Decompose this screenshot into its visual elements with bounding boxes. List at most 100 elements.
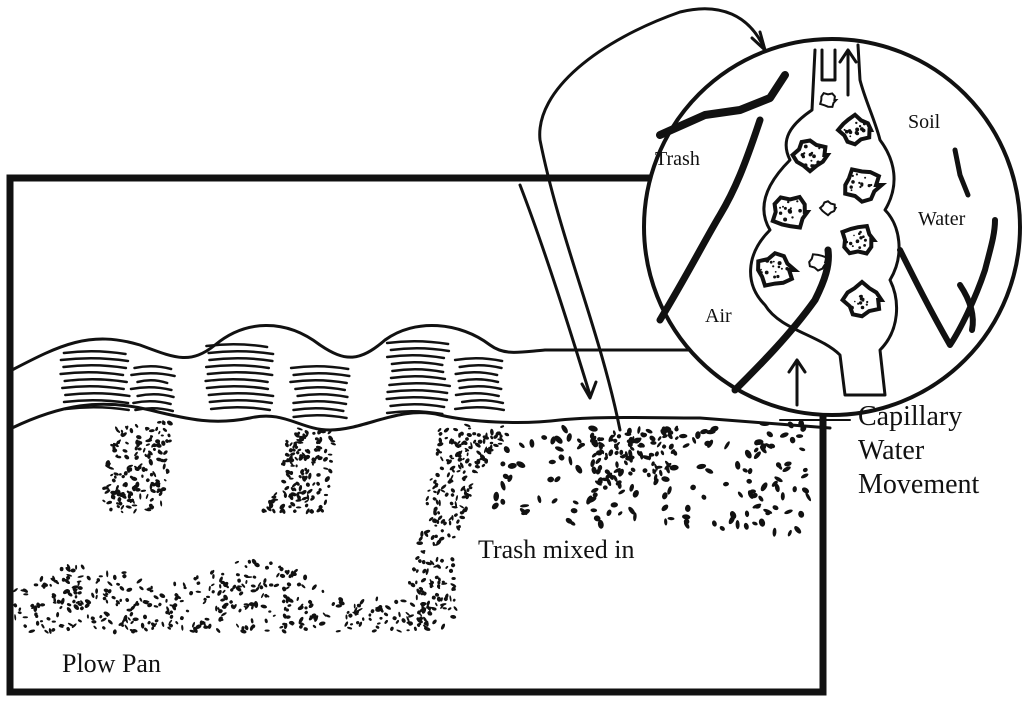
plow-pan-grain xyxy=(99,615,103,619)
grain-texture-dot xyxy=(866,301,868,303)
trash-column-grain xyxy=(436,488,441,495)
grain-texture-dot xyxy=(796,200,798,202)
soil-column-grain xyxy=(148,458,154,466)
plow-pan-grain xyxy=(384,604,391,610)
plow-pan-grain xyxy=(431,619,437,625)
trash-cluster-particle xyxy=(660,450,665,456)
air-pocket xyxy=(820,93,836,107)
trash-column-grain xyxy=(490,435,494,440)
plow-pan-grain xyxy=(235,623,239,628)
grain-texture-dot xyxy=(849,135,851,137)
soil-column-grain xyxy=(110,473,114,476)
trash-column-grain xyxy=(445,565,449,569)
plow-pan-grain xyxy=(136,578,143,585)
trash-cluster-particle xyxy=(616,433,622,439)
soil-column-grain xyxy=(125,441,130,445)
magnify-connector-arrowhead xyxy=(752,32,765,50)
trash-mixed-particle xyxy=(723,481,730,486)
trash-column-grain xyxy=(431,595,436,600)
grain-texture-dot xyxy=(855,128,859,132)
plow-pan-grain xyxy=(132,617,138,621)
plow-pan-grain xyxy=(238,608,242,613)
hatch-stroke xyxy=(209,393,273,396)
hatch-stroke xyxy=(389,383,449,386)
grain-texture-dot xyxy=(859,125,861,127)
trash-mixed-particle xyxy=(800,472,809,479)
trash-mixed-particle xyxy=(758,518,766,528)
grain-texture-dot xyxy=(857,303,859,305)
soil-column-grain xyxy=(119,473,122,476)
trash-mixed-particle xyxy=(664,518,668,525)
trash-mixed-particle xyxy=(537,495,542,504)
soil-column-grain xyxy=(113,472,119,477)
plow-pan-grain xyxy=(344,621,349,627)
plow-pan-grain xyxy=(272,614,276,617)
hatch-stroke xyxy=(65,379,127,382)
trash-mixed-particle xyxy=(650,441,656,445)
trash-column-grain xyxy=(446,472,450,478)
trash-mixed-particle xyxy=(792,486,797,493)
grain-texture-dot xyxy=(846,241,849,244)
plow-pan-grain xyxy=(321,589,325,593)
trash-mixed-particle xyxy=(500,498,506,505)
trash-mixed-particle xyxy=(606,509,613,517)
trash-column-grain xyxy=(450,493,455,498)
trash-mixed-particle xyxy=(743,522,749,530)
plow-pan-grain xyxy=(368,613,371,617)
plow-pan-grain xyxy=(127,617,131,621)
plow-pan-grain xyxy=(153,605,158,608)
soil-column-grain xyxy=(133,508,138,514)
trash-column-grain xyxy=(437,442,444,448)
trash-mixed-particle xyxy=(554,445,564,452)
trash-mixed-particle xyxy=(588,425,599,433)
hatch-stroke xyxy=(392,362,442,365)
trash-mixed-particle xyxy=(723,440,731,450)
hatch-stroke xyxy=(456,393,499,396)
plow-pan-grain xyxy=(173,582,176,587)
trash-column-grain xyxy=(490,429,494,436)
plow-pan-grain xyxy=(125,597,130,602)
plow-pan-grain xyxy=(247,559,251,564)
trash-cluster-particle xyxy=(674,436,679,441)
soil-column-grain xyxy=(140,489,146,492)
trash-mixed-particle xyxy=(568,456,573,466)
trash-mixed-particle xyxy=(590,459,596,468)
trash-column-grain xyxy=(462,457,465,460)
plow-pan-grain xyxy=(143,614,148,619)
trash-mixed-particle xyxy=(735,520,739,529)
trash-mixed-particle xyxy=(557,453,565,461)
plow-pan-grain xyxy=(384,619,389,624)
grain-texture-dot xyxy=(810,164,813,167)
soil-column-grain xyxy=(323,499,327,505)
soil-column-grain xyxy=(288,448,294,454)
trash-column-grain xyxy=(409,602,416,608)
plow-pan-grain xyxy=(426,600,431,606)
hatch-stroke xyxy=(64,365,126,368)
grain-texture-dot xyxy=(858,246,861,249)
plow-pan-grain xyxy=(60,567,64,572)
hatch-stroke xyxy=(206,365,269,368)
hatch-stroke xyxy=(138,380,168,383)
trash-cluster-particle xyxy=(661,444,667,450)
grain-texture-dot xyxy=(782,206,784,208)
label-capillary-line-1: Capillary xyxy=(858,401,962,432)
plow-pan-grain xyxy=(303,627,308,632)
grain-texture-dot xyxy=(804,145,808,149)
grain-texture-dot xyxy=(779,207,781,209)
grain-texture-dot xyxy=(809,153,812,156)
trash-column-grain xyxy=(433,490,437,493)
soil-column-grain xyxy=(327,484,331,488)
label-capillary-line-2: Water xyxy=(858,435,925,466)
plow-pan-grain xyxy=(40,603,45,607)
trash-mixed-particle xyxy=(742,467,749,473)
trash-column-grain xyxy=(490,442,494,445)
trash-mixed-particle xyxy=(772,528,776,537)
plow-pan-grain xyxy=(370,609,375,614)
trash-mixed-particle xyxy=(685,505,691,512)
grain-texture-dot xyxy=(779,212,782,215)
hatch-stroke xyxy=(387,341,448,344)
trash-mixed-particle xyxy=(594,457,602,465)
grain-texture-dot xyxy=(860,295,863,298)
hatch-stroke xyxy=(387,397,447,400)
soil-column-grain xyxy=(114,475,117,479)
